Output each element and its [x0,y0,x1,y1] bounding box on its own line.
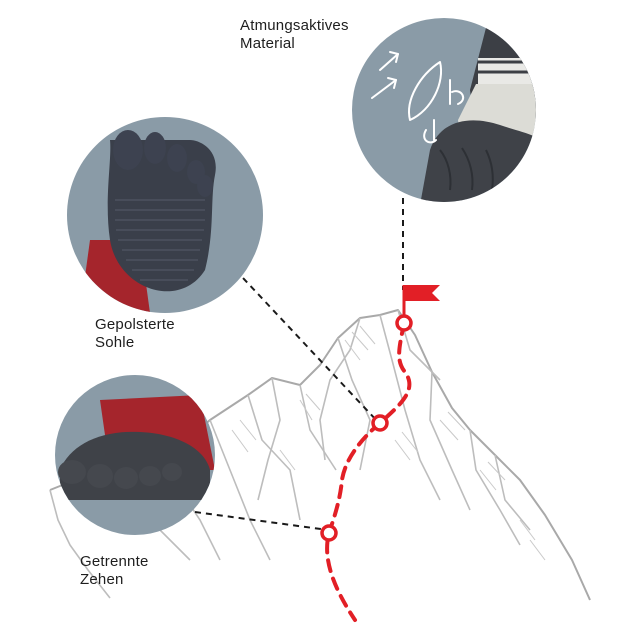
label-sole-line2: Sohle [95,334,135,351]
waypoint-middle [371,414,389,432]
sole-detail-circle [67,117,263,313]
leader-line-toes [194,511,329,531]
label-breathable-material: Atmungsaktives Material [240,17,349,53]
label-toes-line2: Zehen [80,571,124,588]
label-breathable-line2: Material [240,35,295,52]
label-toes-line1: Getrennte [80,553,149,570]
label-breathable-line1: Atmungsaktives [240,17,349,34]
leader-lines [194,198,404,531]
label-cushioned-sole: Gepolsterte Sohle [95,316,175,352]
label-separated-toes: Getrennte Zehen [80,553,149,589]
label-sole-line1: Gepolsterte [95,316,175,333]
breathable-air-icon [371,51,465,144]
waypoint-base [320,524,338,542]
toes-detail-circle [55,375,215,535]
material-detail-circle [352,18,536,202]
leader-line-sole [227,261,379,423]
summit-flag-icon [402,285,440,316]
waypoint-summit [395,314,413,332]
climbing-route [325,321,412,622]
